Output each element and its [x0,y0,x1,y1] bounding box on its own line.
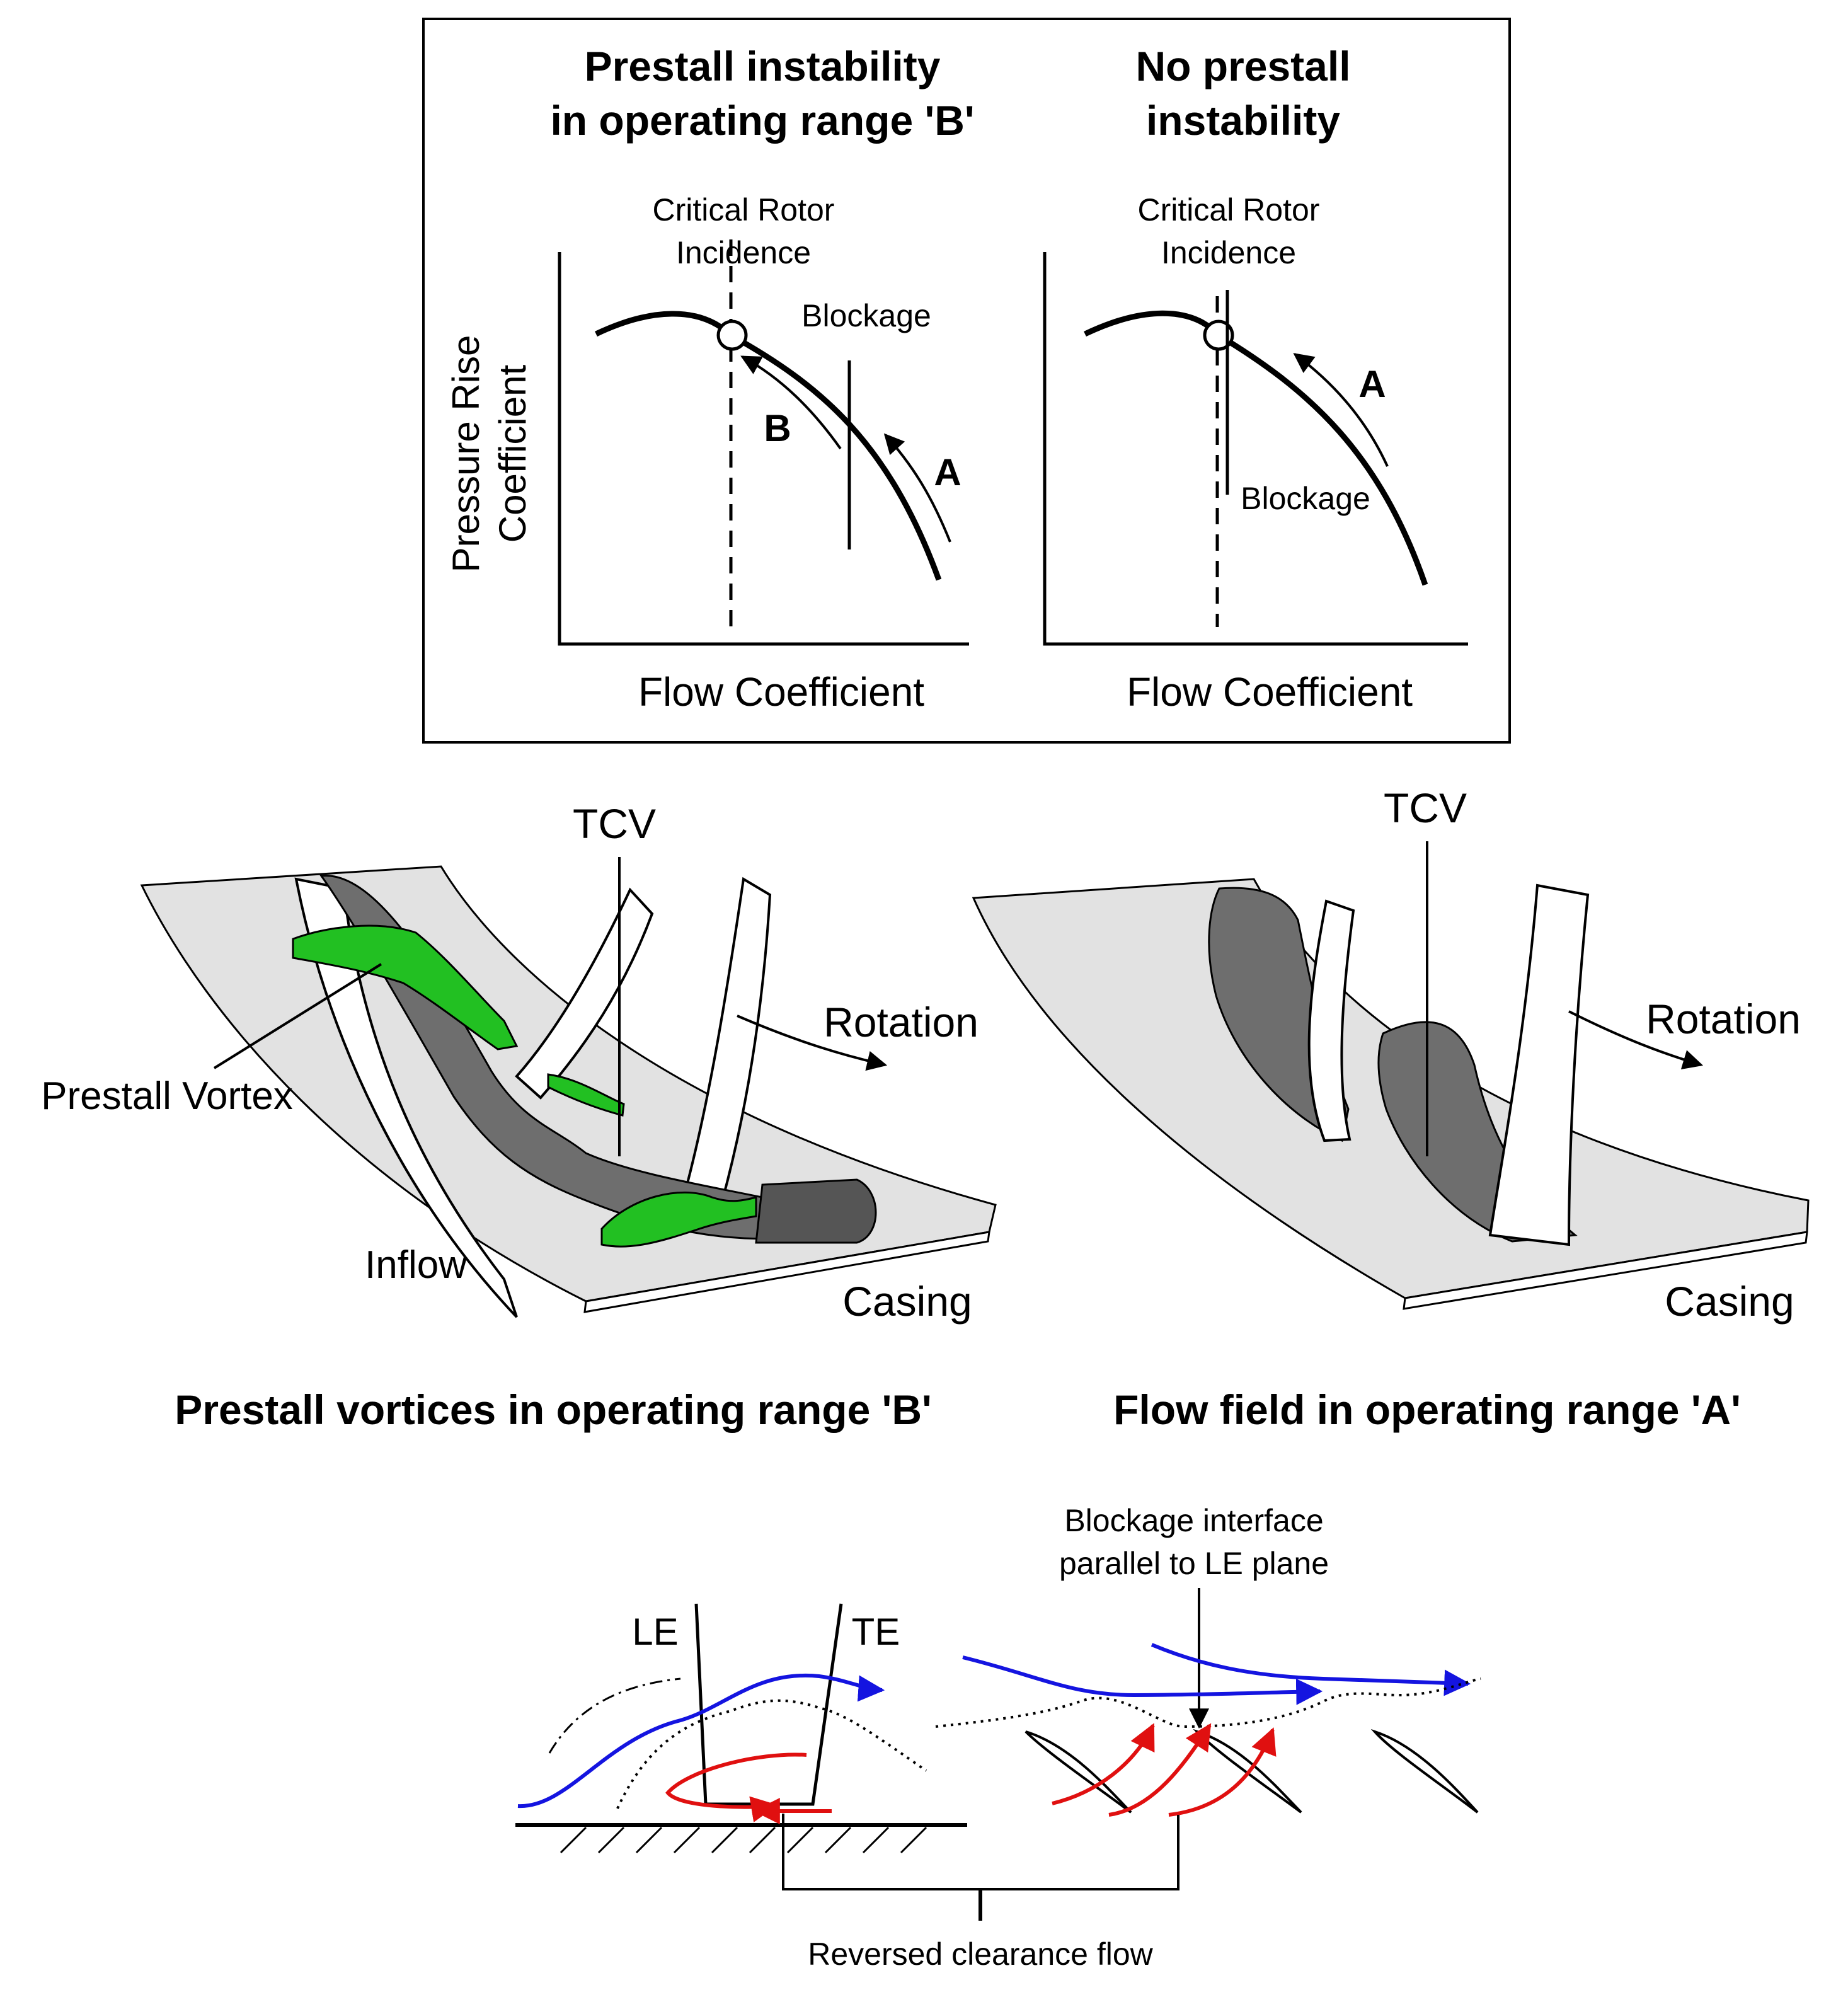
blockage-interface-label-line2: parallel to LE plane [1059,1546,1329,1581]
stator-airfoil-1 [1024,1730,1132,1814]
left-casing-edge [583,1231,990,1313]
right-label-a: A [1358,363,1386,405]
left-casing-label: Casing [842,1278,972,1325]
right-chart-title-line2: instability [1146,97,1340,144]
right-critical-label-line1: Critical Rotor [1138,192,1320,227]
left-tcv-label: TCV [573,800,656,847]
dotted-boundary-left [616,1699,927,1809]
red-flow-left-1 [665,1752,807,1822]
right-caption: Flow field in operating range 'A' [1113,1386,1741,1433]
reversed-clearance-flow-label: Reversed clearance flow [808,1936,1153,1972]
left-chart-title-line2: in operating range 'B' [550,97,974,144]
left-arrow-b [740,355,842,450]
left-stall-point [716,319,748,351]
left-flow-illustration: TCV Rotation Prestall Vortex Inflow Casi… [41,800,997,1433]
left-label-b: B [764,407,791,449]
left-prestall-vortex-pointer [213,963,382,1069]
bottom-panel: Blockage interface parallel to LE plane … [515,1503,1481,1972]
top-panel-frame [422,18,1511,744]
left-ylabel-line1: Pressure Rise [445,335,487,573]
blue-flow-right-2 [1151,1643,1471,1696]
blockage-interface-label-line1: Blockage interface [1064,1503,1323,1538]
left-prestall-vortex-label: Prestall Vortex [41,1074,293,1118]
left-prestall-vortex-green-3 [600,1191,757,1248]
te-label: TE [852,1611,900,1653]
right-rotation-label: Rotation [1646,996,1801,1042]
left-characteristic-curve [595,311,942,581]
stator-airfoil-3 [1370,1729,1479,1814]
top-panel: Prestall instability in operating range … [422,18,1511,744]
right-critical-label-line2: Incidence [1161,235,1296,270]
right-tcv-label: TCV [1384,785,1467,831]
left-blockage-label: Blockage [801,298,931,333]
blue-flow-right-1 [962,1655,1323,1705]
right-chart-title-line1: No prestall [1135,43,1350,89]
le-label: LE [632,1611,678,1653]
right-rotation-arrow [1568,1010,1704,1070]
right-blade-1 [1307,899,1355,1142]
left-tcv-roll [755,1178,877,1244]
right-x-axis-label: Flow Coefficient [1127,669,1413,715]
bottom-wall [515,1823,967,1854]
right-casing-label: Casing [1665,1278,1794,1325]
left-critical-label-line1: Critical Rotor [653,192,835,227]
right-axes [1043,252,1468,646]
right-characteristic-curve [1084,310,1428,586]
right-flow-illustration: TCV Rotation Casing Flow field in operat… [972,785,1810,1433]
left-rotation-arrow [737,1015,888,1071]
left-chart: Prestall instability in operating range … [445,43,975,715]
left-inflow-label: Inflow [365,1243,467,1287]
right-blade-2 [1488,883,1590,1246]
dashdot-path-left [548,1677,681,1754]
left-caption: Prestall vortices in operating range 'B' [175,1386,931,1433]
left-prestall-vortex-green-2 [547,1073,625,1117]
left-label-a: A [934,451,961,493]
left-axes [558,252,969,646]
red-flow-right-3 [1168,1727,1277,1817]
left-rotation-label: Rotation [824,999,979,1045]
right-chart: No prestall instability Critical Rotor I… [1043,43,1468,715]
left-chart-title-line1: Prestall instability [585,43,941,89]
left-blade-1 [294,877,518,1318]
left-x-axis-label: Flow Coefficient [638,669,924,715]
left-ylabel-line2: Coefficient [491,364,534,543]
middle-panel: TCV Rotation Prestall Vortex Inflow Casi… [41,785,1810,1433]
left-arrow-a [883,433,951,543]
right-arrow-a [1293,353,1389,467]
blue-flow-left [517,1673,885,1809]
dotted-boundary-right [935,1677,1481,1729]
left-critical-label-line2: Incidence [676,235,811,270]
right-blockage-label: Blockage [1241,481,1370,516]
red-flow-right-2 [1108,1723,1212,1817]
left-y-axis-label: Pressure Rise Coefficient [445,335,534,573]
red-flow-right-1 [1052,1723,1155,1805]
right-stall-point [1203,319,1234,351]
right-casing-edge [1403,1231,1808,1310]
